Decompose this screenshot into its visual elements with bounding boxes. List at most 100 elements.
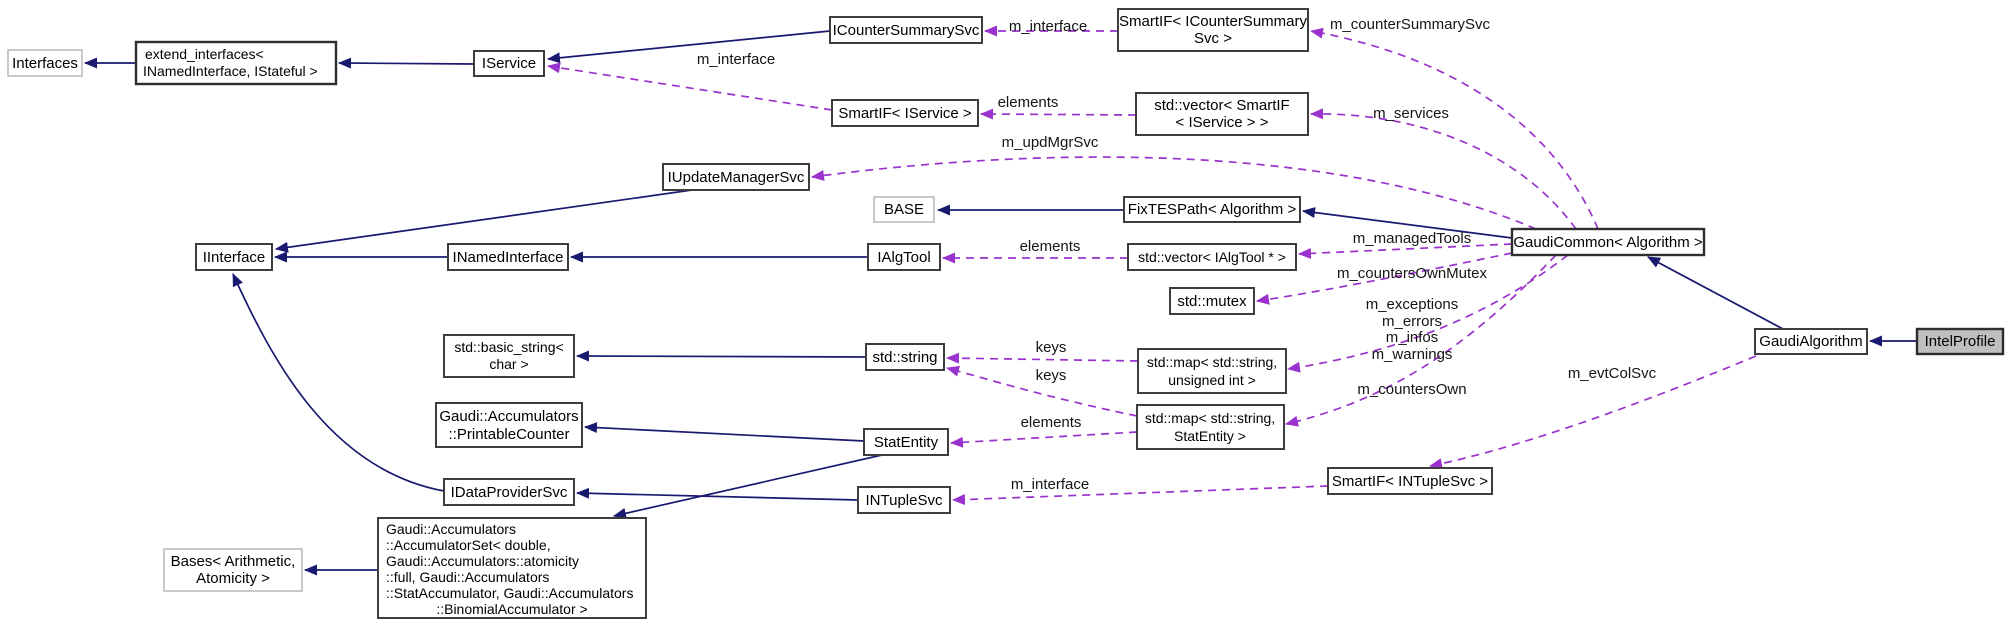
node-statentity[interactable]: StatEntity [863,428,949,456]
edge-label-elements-statentity: elements [1021,414,1082,431]
node-label: ::PrintableCounter [449,426,570,443]
node-label: ::full, Gaudi::Accumulators [386,569,549,585]
node-std-mutex-box[interactable] [1169,287,1255,315]
node-smartif-iservice[interactable]: SmartIF< IService > [831,99,979,127]
node-label: IDataProviderSvc [451,484,568,501]
node-label: extend_interfaces< [145,46,264,62]
node-base: BASE [873,196,935,223]
node-map-string-statentity[interactable]: std::map< std::string, StatEntity > [1136,404,1285,450]
node-label: INamedInterface [453,249,564,266]
node-fixtespath-box[interactable] [1123,196,1301,223]
node-smartif-intuplesvc[interactable]: SmartIF< INTupleSvc > [1327,467,1493,495]
node-bases: Bases< Arithmetic, Atomicity > [163,548,303,592]
node-label: std::mutex [1177,293,1247,310]
node-smartif-icountersummarysvc[interactable]: SmartIF< ICounterSummary Svc > [1117,8,1309,52]
edge-label-m-countersownmutex: m_countersOwnMutex [1337,265,1488,282]
node-ialgtool-box[interactable] [867,243,941,271]
edge-inheritance-icountersummarysvc-to-iservice [547,30,831,64]
node-extend-interfaces-box[interactable] [134,40,338,86]
node-iservice-box[interactable] [473,50,545,77]
node-gaudialgorithm[interactable]: GaudiAlgorithm [1754,328,1868,355]
node-printablecounter[interactable]: Gaudi::Accumulators ::PrintableCounter [435,402,583,448]
edge-label-elements-tools: elements [1020,238,1081,255]
node-inamedinterface-box[interactable] [447,243,569,271]
node-intuplesvc-box[interactable] [857,486,951,514]
node-std-basic-string[interactable]: std::basic_string< char > [443,334,575,378]
node-label: FixTESPath< Algorithm > [1128,201,1297,218]
node-smartif-iservice-box[interactable] [831,99,979,127]
node-interfaces: Interfaces [7,49,83,77]
node-label: GaudiCommon< Algorithm > [1513,234,1702,251]
node-vector-smartif-iservice-box[interactable] [1135,92,1309,136]
node-statentity-box[interactable] [863,428,949,456]
node-label: INamedInterface, IStateful > [143,63,318,79]
node-accumulatorset-box[interactable] [377,517,647,619]
node-gaudicommon-box[interactable] [1510,227,1706,257]
node-intelprofile: IntelProfile [1915,327,2005,356]
node-base-box [873,196,935,223]
node-iupdatemanagersvc-box[interactable] [662,163,810,191]
node-label: IUpdateManagerSvc [668,169,805,186]
edge-usage-m-evtcolsvc [1429,355,1757,470]
node-std-mutex[interactable]: std::mutex [1169,287,1255,315]
edge-label-m-warnings: m_warnings [1372,346,1453,363]
edge-inheritance-iservice-to-extend-interfaces [338,57,475,69]
node-vector-smartif-iservice[interactable]: std::vector< SmartIF < IService > > [1135,92,1309,136]
node-ialgtool[interactable]: IAlgTool [867,243,941,271]
edge-usage-m-interface-intuplesvc [952,485,1329,506]
node-iinterface[interactable]: IInterface [195,243,273,271]
node-label: Gaudi::Accumulators [439,408,578,425]
node-intuplesvc[interactable]: INTupleSvc [857,486,951,514]
node-smartif-intuplesvc-box[interactable] [1327,467,1493,495]
node-icountersummarysvc[interactable]: ICounterSummarySvc [829,16,983,44]
node-bases-box [163,548,303,592]
node-icountersummarysvc-box[interactable] [829,16,983,44]
node-label: Atomicity > [196,570,270,587]
node-label: Svc > [1194,30,1232,47]
edge-inheritance-idataprovidersvc-to-iinterface [232,273,445,492]
node-label: INTupleSvc [866,492,943,509]
node-iupdatemanagersvc[interactable]: IUpdateManagerSvc [662,163,810,191]
edge-label-m-interface-top: m_interface [1009,18,1087,35]
node-idataprovidersvc[interactable]: IDataProviderSvc [443,478,575,506]
edge-usage-m-countersownmutex [1256,252,1513,305]
node-vector-ialgtool[interactable]: std::vector< IAlgTool * > [1127,243,1297,271]
edge-label-m-countersown: m_countersOwn [1357,381,1466,398]
node-std-string[interactable]: std::string [865,343,945,371]
node-map-string-uint[interactable]: std::map< std::string, unsigned int > [1137,348,1287,394]
edge-usage-elements-smartif-iservice [980,108,1137,120]
edge-inheritance-gaudicommon-to-fixtespath [1302,207,1513,239]
node-iinterface-box[interactable] [195,243,273,271]
node-printablecounter-box[interactable] [435,402,583,448]
node-inamedinterface[interactable]: INamedInterface [447,243,569,271]
node-std-string-box[interactable] [865,343,945,371]
node-label: std::map< std::string, [1145,410,1275,426]
edge-label-m-interface-iservice: m_interface [697,51,775,68]
node-label: ICounterSummarySvc [833,22,980,39]
node-smartif-icountersummarysvc-box[interactable] [1117,8,1309,52]
node-intelprofile-box [1915,327,2005,356]
node-gaudicommon[interactable]: GaudiCommon< Algorithm > [1510,227,1706,257]
node-label: std::string [872,349,937,366]
node-fixtespath[interactable]: FixTESPath< Algorithm > [1123,196,1301,223]
edge-label-keys-upper: keys [1036,339,1067,356]
edge-usage-m-updmgrsvc [811,156,1537,230]
edge-inheritance-statentity-to-printablecounter [584,422,865,442]
edge-usage-keys-map-statentity [946,365,1138,417]
node-label: ::BinomialAccumulator > [436,601,587,617]
node-iservice[interactable]: IService [473,50,545,77]
node-extend-interfaces[interactable]: extend_interfaces< INamedInterface, ISta… [134,40,338,86]
edge-usage-m-managedtools [1298,243,1513,259]
node-map-string-statentity-box[interactable] [1136,404,1285,450]
edge-usage-m-exceptions-errors-infos-warnings [1287,254,1569,373]
node-map-string-uint-box[interactable] [1137,348,1287,394]
node-vector-ialgtool-box[interactable] [1127,243,1297,271]
node-gaudialgorithm-box[interactable] [1754,328,1868,355]
node-std-basic-string-box[interactable] [443,334,575,378]
node-accumulatorset[interactable]: Gaudi::Accumulators ::AccumulatorSet< do… [377,517,647,619]
edge-label-m-evtcolsvc: m_evtColSvc [1568,365,1657,382]
edge-usage-elements-statentity [950,431,1138,448]
node-label: Bases< Arithmetic, [171,553,296,570]
node-idataprovidersvc-box[interactable] [443,478,575,506]
